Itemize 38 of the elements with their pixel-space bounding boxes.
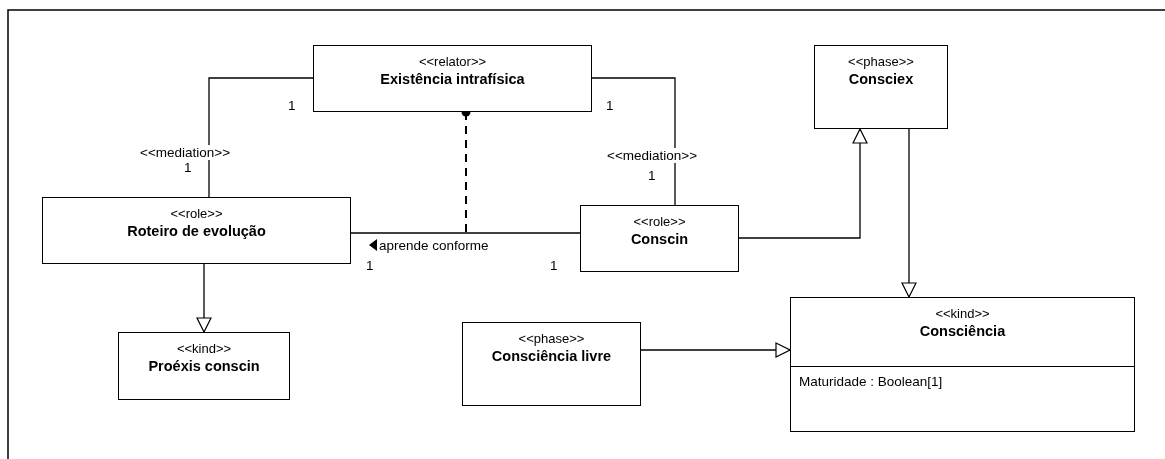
edge-label: aprende conforme [379,238,489,253]
class-box [313,45,592,112]
class-name: Existência intrafísica [380,71,525,87]
attribute-text: Maturidade : Boolean[1] [799,374,943,389]
stereotype-label: <<kind>> [176,341,232,356]
class-box [814,45,948,129]
class-box [462,322,641,406]
class-box [118,332,290,400]
stereotype-label: <<relator>> [418,54,487,69]
class-name: Consciência [919,323,1006,339]
class-name: Roteiro de evolução [127,223,266,239]
generalization-arrow [196,263,212,333]
edge-label: <<mediation>> [140,145,231,160]
multiplicity-label: 1 [648,168,656,183]
class-box [42,197,351,264]
generalization-arrow [901,128,917,298]
multiplicity-label: 1 [606,98,614,113]
class-name: Proéxis conscin [148,358,260,374]
association-line [208,77,314,198]
class-name: Consciência livre [491,348,612,364]
stereotype-label: <<kind>> [935,306,990,321]
stereotype-label: <<phase>> [518,331,585,346]
edge-label: <<mediation>> [607,148,698,163]
class-name: Conscin [630,231,689,247]
generalization-arrow [738,128,868,239]
stereotype-label: <<role>> [633,214,686,229]
multiplicity-label: 1 [550,258,558,273]
class-box [580,205,739,272]
generalization-arrow [640,342,791,358]
association-line [591,77,676,206]
stereotype-label: <<role>> [170,206,223,221]
class-name: Consciex [848,71,914,87]
class-box [790,297,1135,432]
stereotype-label: <<phase>> [848,54,914,69]
multiplicity-label: 1 [184,160,192,175]
multiplicity-label: 1 [366,258,374,273]
association-line [350,232,581,234]
multiplicity-label: 1 [288,98,296,113]
